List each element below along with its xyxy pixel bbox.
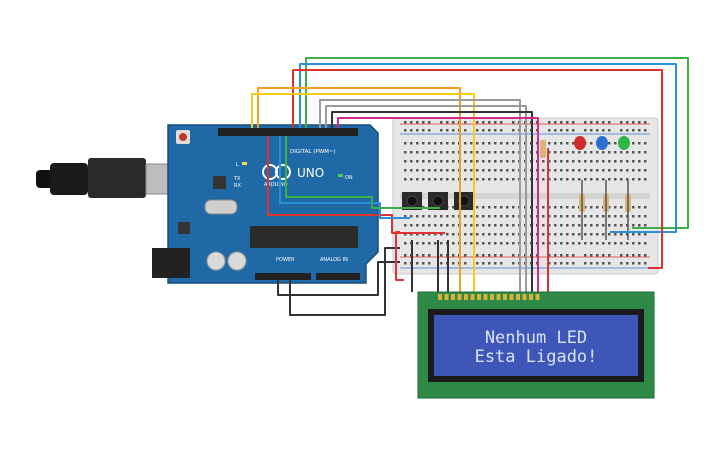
brand-label: ARDUINO	[264, 182, 288, 188]
model-label: UNO	[297, 166, 324, 180]
arduino-uno-board[interactable]: DIGITAL (PWM~) ARDUINO UNO ON L TX RX PO…	[152, 124, 379, 284]
lcd-pins	[438, 294, 540, 300]
tx-label: TX	[233, 176, 241, 182]
blue-led	[596, 136, 608, 150]
resistors	[540, 140, 631, 240]
atmega-chip	[250, 226, 358, 248]
power-label: POWER	[276, 257, 295, 263]
leds	[574, 136, 630, 150]
arduino-logo	[262, 164, 291, 180]
wires	[251, 57, 689, 316]
push-buttons[interactable]	[402, 192, 474, 210]
l-led	[242, 162, 247, 165]
power-jack	[152, 248, 190, 278]
lcd-display: Nenhum LED Esta Ligado!	[417, 291, 655, 399]
digital-header	[218, 128, 358, 136]
digital-label: DIGITAL (PWM~)	[290, 149, 336, 155]
analog-header	[316, 273, 360, 280]
l-label: L	[236, 162, 239, 168]
lcd-line-1: Nenhum LED	[485, 328, 587, 348]
capacitor	[227, 251, 247, 271]
red-led	[574, 136, 586, 150]
on-label: ON	[345, 175, 353, 181]
lcd-screen	[434, 315, 638, 376]
on-led	[338, 174, 343, 177]
usb-chip	[213, 176, 226, 189]
green-led	[618, 136, 630, 150]
crystal	[204, 199, 238, 215]
capacitor	[206, 251, 226, 271]
analog-label: ANALOG IN	[320, 257, 348, 263]
reset-button[interactable]	[179, 133, 187, 141]
lcd-line-2: Esta Ligado!	[475, 347, 598, 367]
usb-cable	[36, 158, 175, 198]
regulator	[178, 222, 190, 234]
power-header	[255, 273, 311, 280]
rx-label: RX	[234, 183, 241, 189]
